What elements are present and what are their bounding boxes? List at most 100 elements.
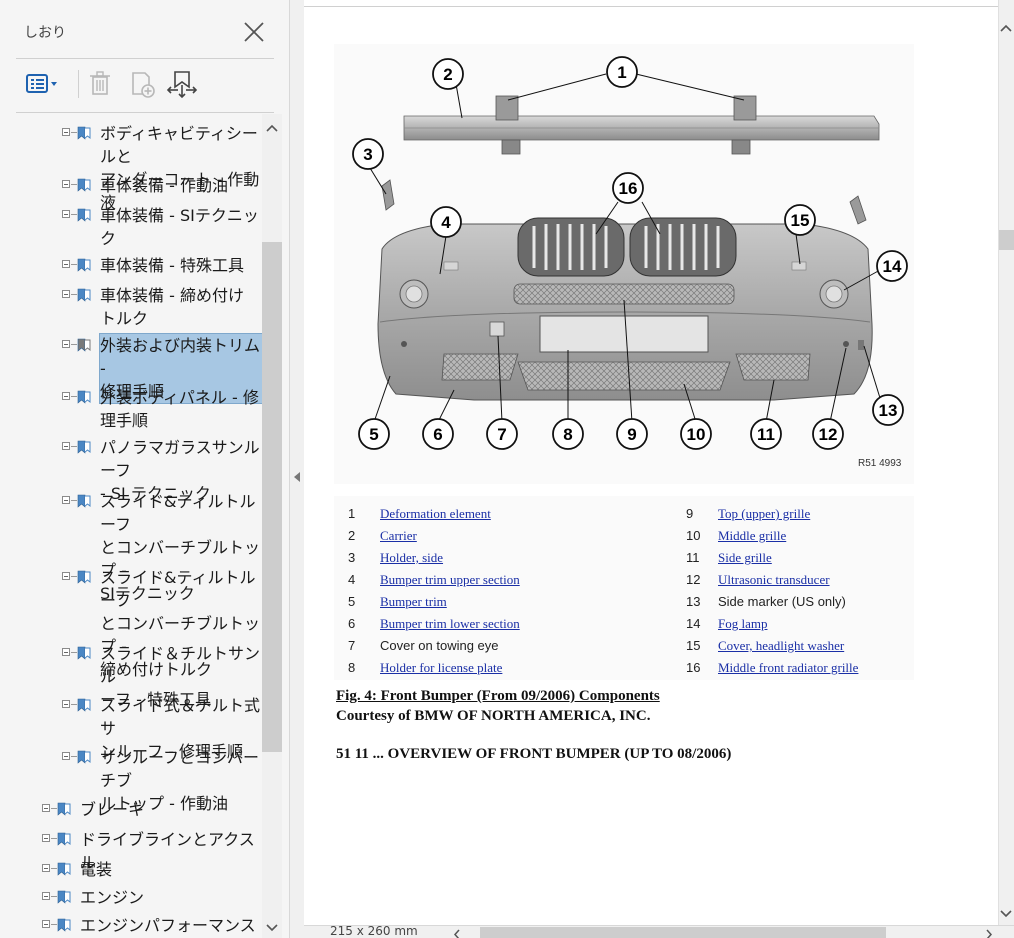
document-scroll-up-button[interactable]	[998, 18, 1014, 38]
bookmark-scroll-down-button[interactable]	[262, 918, 282, 938]
expand-toggle-icon[interactable]	[42, 920, 50, 928]
bookmark-icon	[77, 288, 91, 302]
expand-toggle-icon[interactable]	[62, 496, 70, 504]
bookmark-icon	[57, 802, 71, 816]
expand-toggle-icon[interactable]	[62, 290, 70, 298]
bookmark-item[interactable]: 車体装備 - 締め付け トルク	[0, 282, 262, 328]
legend-link[interactable]: Holder, side	[380, 550, 444, 565]
bookmark-icon	[77, 126, 91, 140]
bookmark-item[interactable]: ボディキャビティシールと アンダーコート - 作動液	[0, 120, 262, 212]
legend-link[interactable]: Holder for license plate	[380, 660, 503, 675]
legend-link[interactable]: Bumper trim upper section	[380, 572, 520, 587]
bookmark-item[interactable]: スライド&ティルトルーフ とコンバーチブルトップ - 締め付けトルク	[0, 564, 262, 679]
expand-toggle-icon[interactable]	[62, 392, 70, 400]
bookmark-icon	[57, 862, 71, 876]
bookmark-item[interactable]: ブレーキ	[0, 796, 262, 822]
bookmark-icon	[77, 646, 91, 660]
legend-number: 10	[686, 528, 701, 543]
expand-toggle-icon[interactable]	[62, 442, 70, 450]
legend-link[interactable]: Cover, headlight washer	[718, 638, 845, 653]
bookmark-scroll-up-button[interactable]	[262, 118, 282, 138]
svg-text:4: 4	[441, 213, 451, 232]
legend-link[interactable]: Middle grille	[718, 528, 787, 543]
tree-connector	[51, 868, 57, 869]
legend-link[interactable]: Bumper trim lower section	[380, 616, 520, 631]
bookmark-label: ドライブラインとアクスル	[80, 830, 255, 872]
bookmark-item[interactable]: サンルーフとコンバーチブ ルトップ - 作動油	[0, 744, 262, 813]
bookmark-item[interactable]: 外装および内装トリム - 修理手順	[0, 332, 262, 404]
legend-link[interactable]: Deformation element	[380, 506, 491, 521]
svg-text:3: 3	[363, 145, 372, 164]
bookmark-item[interactable]: ドライブラインとアクスル	[0, 826, 262, 872]
horizontal-scroll-left-button[interactable]	[450, 926, 464, 938]
bookmark-item[interactable]: 車体装備 - SIテクニッ ク	[0, 202, 262, 248]
horizontal-scroll-right-button[interactable]	[982, 926, 996, 938]
svg-text:13: 13	[879, 401, 898, 420]
bookmark-item[interactable]: スライド＆チルトサンル ーフ - 特殊工具	[0, 640, 262, 709]
legend-number: 8	[348, 660, 356, 675]
horizontal-scrollbar-thumb[interactable]	[480, 927, 886, 938]
legend-link[interactable]: Bumper trim	[380, 594, 447, 609]
svg-text:5: 5	[369, 425, 378, 444]
bookmark-label: パノラマガラスサンルーフ - SI テクニック	[100, 438, 260, 503]
bookmark-item[interactable]: エンジンパフォーマンス	[0, 912, 262, 938]
legend-link[interactable]: Ultrasonic transducer	[718, 572, 830, 587]
expand-bookmark-button[interactable]	[164, 66, 204, 102]
chevron-down-icon	[1000, 910, 1012, 918]
bookmark-label: 電装	[80, 860, 113, 879]
expand-toggle-icon[interactable]	[42, 834, 50, 842]
document-scrollbar-thumb[interactable]	[999, 230, 1014, 250]
bookmark-item[interactable]: 車体装備 - 特殊工具	[0, 252, 262, 278]
bookmark-item[interactable]: パノラマガラスサンルーフ - SI テクニック	[0, 434, 262, 503]
expand-toggle-icon[interactable]	[62, 700, 70, 708]
legend-link[interactable]: Middle front radiator grille	[718, 660, 859, 675]
bookmark-item[interactable]: エンジン	[0, 884, 262, 910]
bookmark-toolbar	[0, 60, 290, 112]
delete-bookmark-button[interactable]	[84, 66, 124, 102]
legend-number: 3	[348, 550, 356, 565]
bookmark-icon	[77, 494, 91, 508]
bookmark-item[interactable]: スライド&ティルトルーフ とコンバーチブルトップ - SIテクニック	[0, 488, 262, 603]
panel-header: しおり	[0, 0, 290, 60]
expand-toggle-icon[interactable]	[62, 128, 70, 136]
callout-7: 7	[486, 418, 518, 450]
expand-toggle-icon[interactable]	[62, 572, 70, 580]
bookmark-item[interactable]: 車体装備 - 作動油	[0, 172, 262, 198]
expand-toggle-icon[interactable]	[42, 804, 50, 812]
expand-toggle-icon[interactable]	[62, 260, 70, 268]
callout-12: 12	[812, 418, 844, 450]
panel-splitter[interactable]	[290, 0, 304, 938]
new-bookmark-button[interactable]	[124, 66, 164, 102]
expand-toggle-icon[interactable]	[62, 752, 70, 760]
panel-title: しおり	[24, 25, 66, 41]
bookmark-item[interactable]: スライド式＆チルト式サ ンルーフ - 修理手順	[0, 692, 262, 761]
bookmark-icon	[77, 390, 91, 404]
tree-connector	[71, 214, 77, 215]
bookmark-icon	[77, 178, 91, 192]
svg-text:1: 1	[617, 63, 626, 82]
expand-toggle-icon[interactable]	[42, 864, 50, 872]
document-scroll-down-button[interactable]	[998, 904, 1014, 924]
bookmark-label: 車体装備 - 締め付け トルク	[100, 286, 244, 328]
legend-link[interactable]: Carrier	[380, 528, 417, 543]
legend-link[interactable]: Top (upper) grille	[718, 506, 811, 521]
bookmark-icon	[77, 698, 91, 712]
expand-toggle-icon[interactable]	[62, 180, 70, 188]
bookmark-label: 車体装備 - SIテクニッ ク	[100, 206, 259, 248]
legend-number: 1	[348, 506, 356, 521]
legend-link[interactable]: Side grille	[718, 550, 772, 565]
document-scrollbar-track[interactable]	[998, 0, 1014, 925]
expand-toggle-icon[interactable]	[62, 210, 70, 218]
expand-toggle-icon[interactable]	[62, 648, 70, 656]
svg-text:2: 2	[443, 65, 452, 84]
legend-link[interactable]: Fog lamp	[718, 616, 768, 631]
bookmark-item[interactable]: 電装	[0, 856, 262, 882]
bookmark-item[interactable]: 外装ボディパネル - 修 理手順	[0, 384, 262, 430]
svg-text:16: 16	[619, 179, 638, 198]
bookmark-scrollbar-thumb[interactable]	[262, 242, 282, 752]
bookmark-options-button[interactable]	[22, 66, 62, 102]
expand-toggle-icon[interactable]	[42, 892, 50, 900]
expand-toggle-icon[interactable]	[62, 340, 70, 348]
legend-number: 2	[348, 528, 356, 543]
close-panel-button[interactable]	[240, 18, 268, 46]
